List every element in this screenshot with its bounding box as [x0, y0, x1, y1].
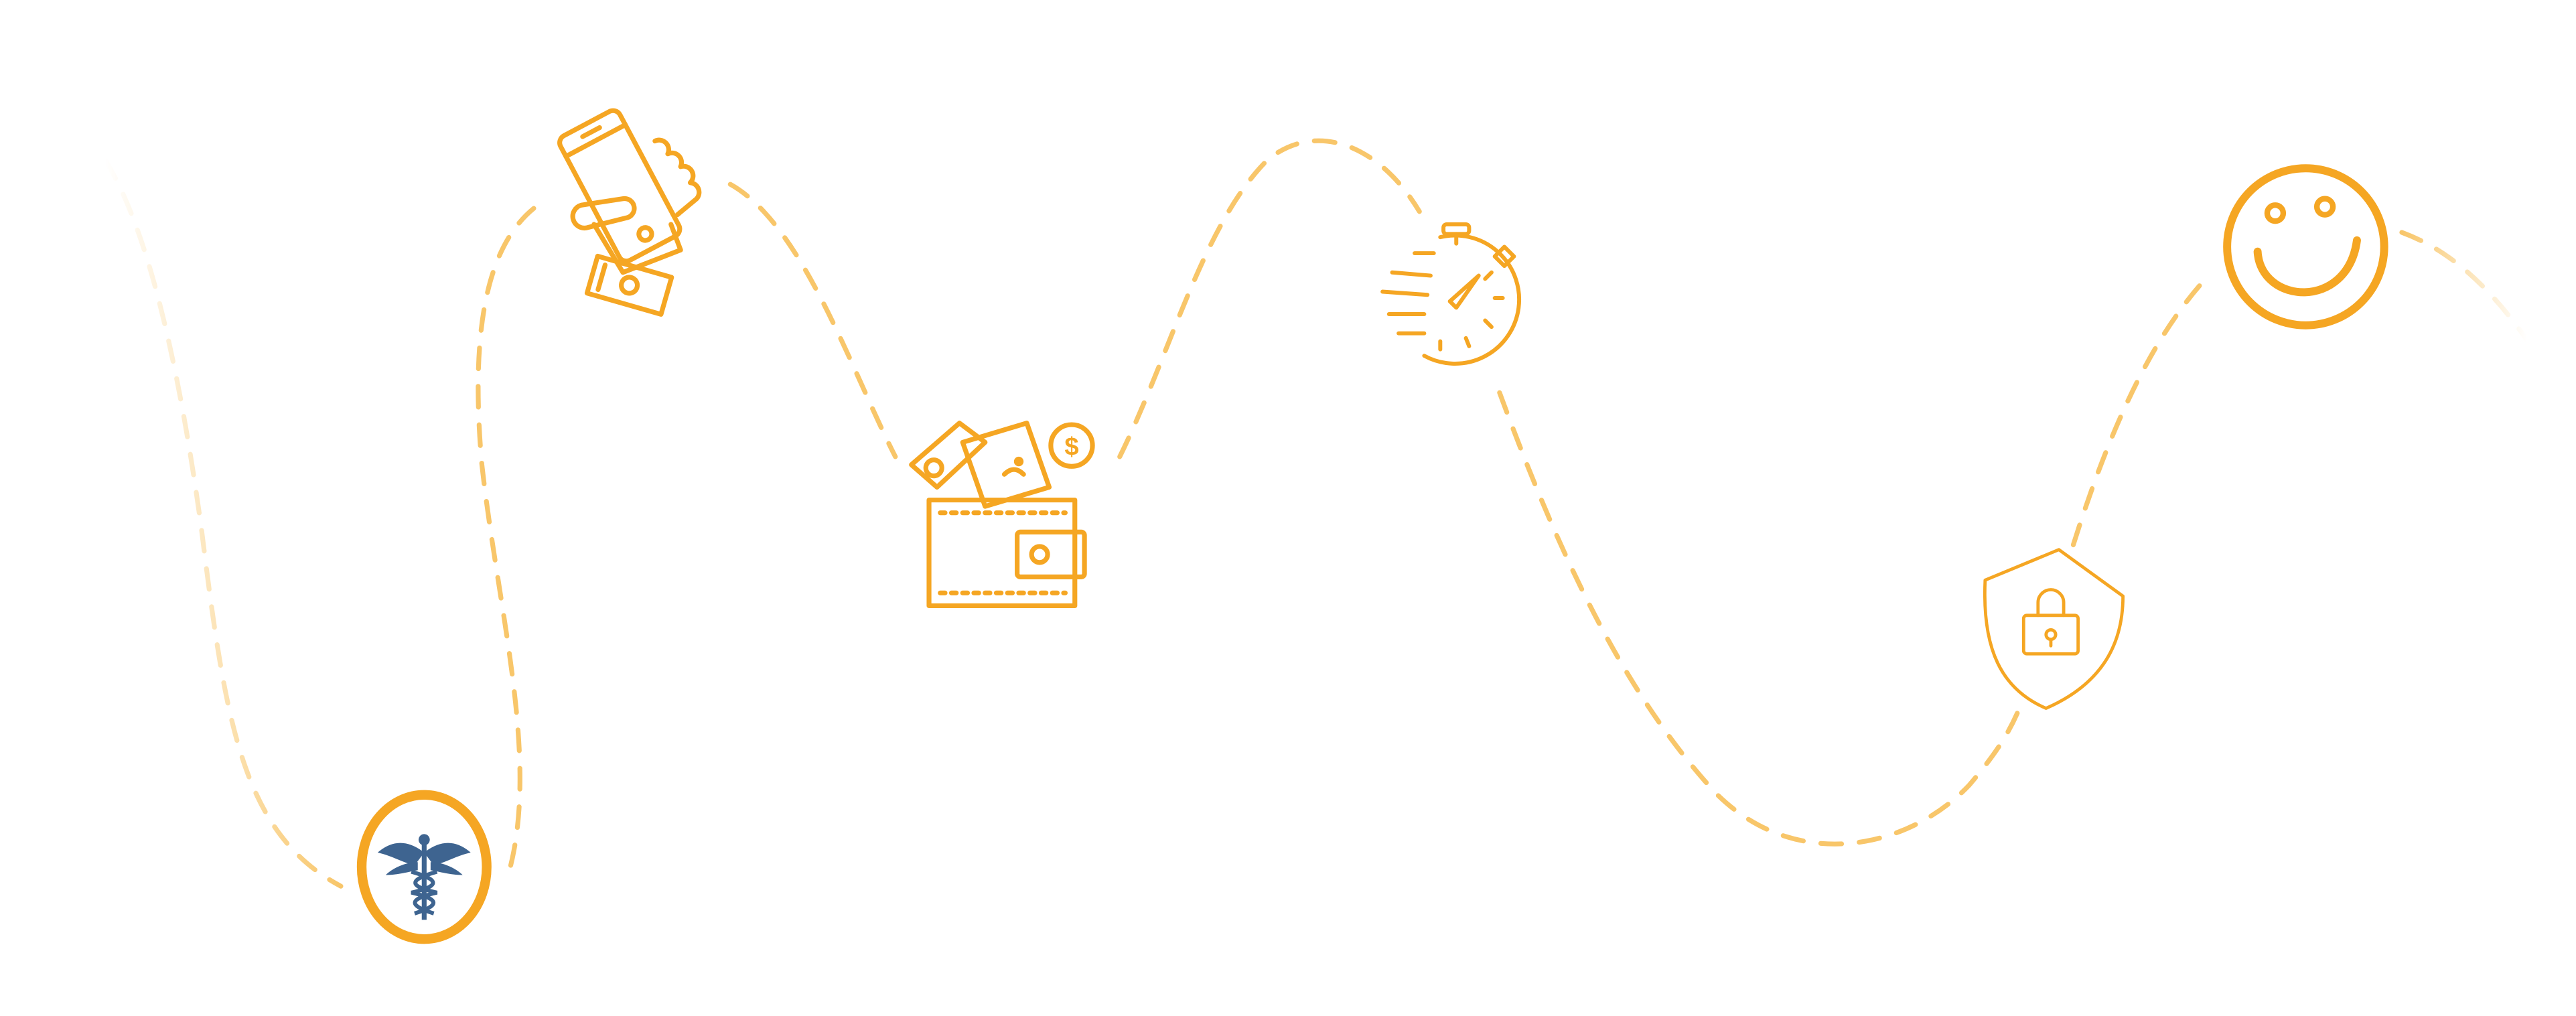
- smiley-face-icon: [2223, 164, 2388, 330]
- path-segment-stopwatch-to-shield: [1497, 390, 2026, 847]
- svg-text:$: $: [1064, 433, 1078, 461]
- path-segment-shield-to-smiley: [2070, 283, 2203, 548]
- hand-holding-phone-money-icon: [557, 108, 702, 317]
- path-segment-wallet-to-stopwatch: [1117, 138, 1422, 459]
- wallet-with-cash-icon: $: [909, 421, 1095, 609]
- path-segment-left-fade: [102, 157, 344, 889]
- fast-stopwatch-icon: [1380, 222, 1522, 366]
- caduceus-medical-icon: [356, 790, 492, 944]
- path-segment-right-fade: [2399, 230, 2530, 342]
- path-segment-start-to-phone: [476, 202, 541, 868]
- path-segment-phone-to-wallet: [727, 182, 898, 459]
- journey-path: [102, 138, 2530, 889]
- shield-lock-icon: [1983, 548, 2125, 710]
